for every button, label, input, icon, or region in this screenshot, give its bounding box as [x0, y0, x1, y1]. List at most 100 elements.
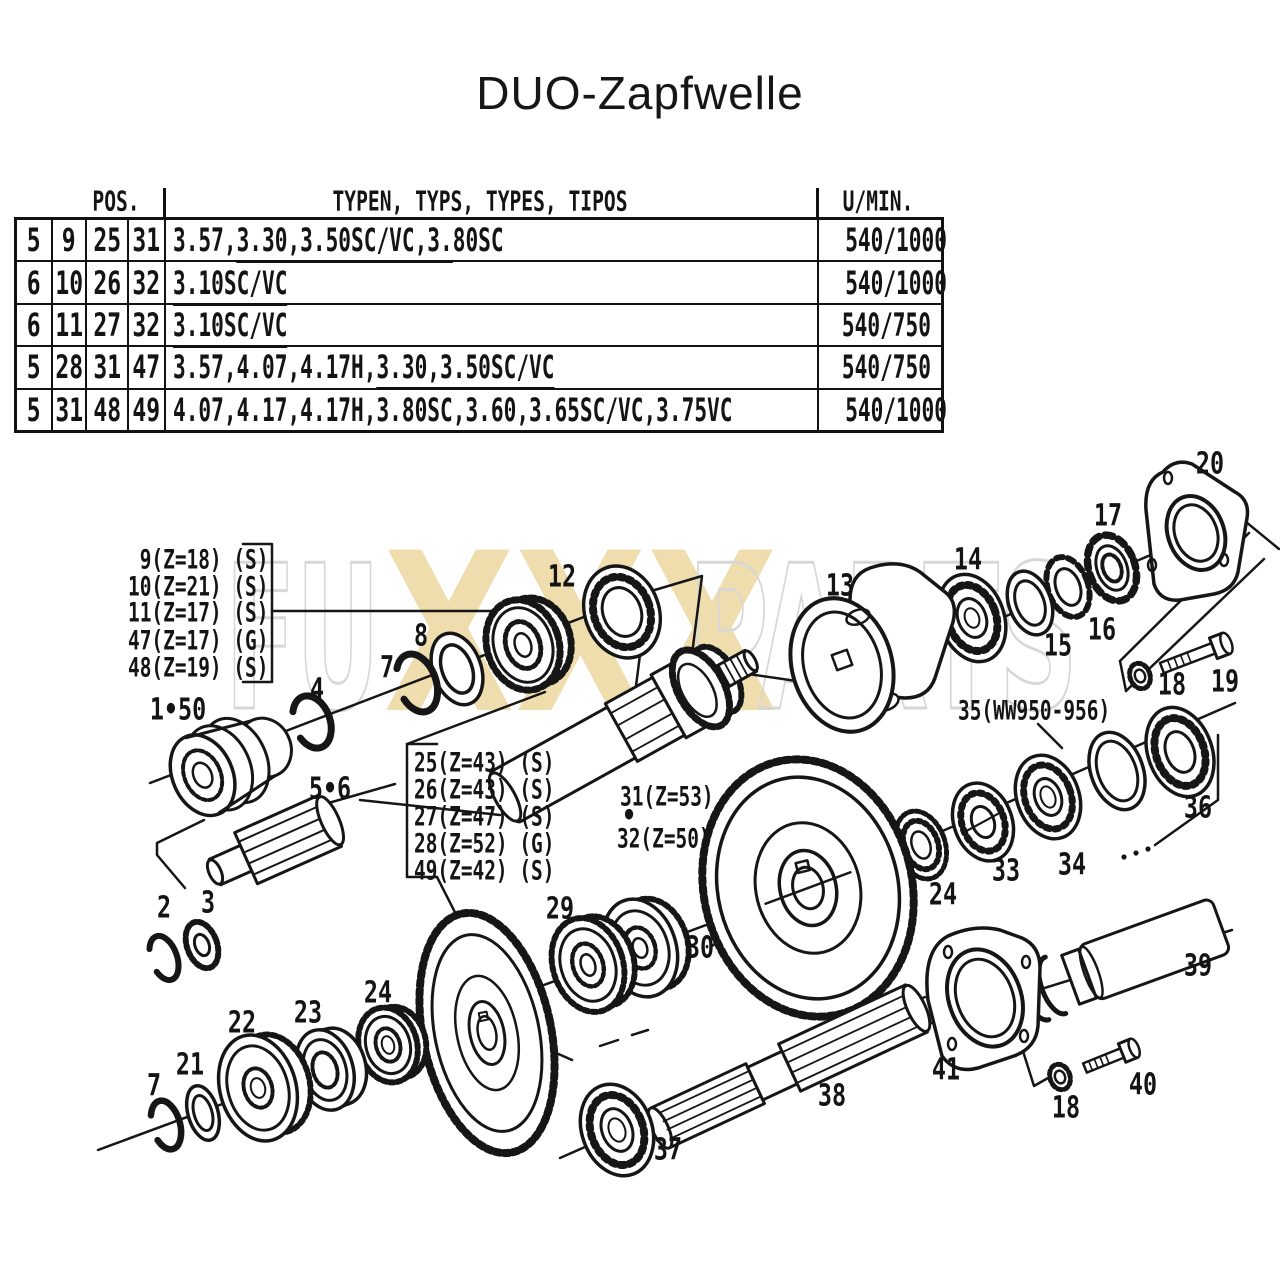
part-label: 30	[685, 930, 715, 966]
part-label: 14	[953, 542, 983, 578]
part-9-gear	[482, 594, 575, 694]
part-label: 37	[653, 1132, 683, 1168]
rpm-cell: 540/750	[841, 305, 931, 344]
pos-cell: 25	[87, 220, 129, 261]
part-label: 27(Z=47) (S)	[414, 801, 555, 833]
part-label: 15	[1043, 628, 1073, 664]
part-22-synchro	[216, 1031, 314, 1143]
part-12-bearing	[581, 564, 663, 660]
part-label: 22	[227, 1005, 257, 1041]
part-label: 41	[931, 1052, 961, 1088]
part-31-32-big-gear	[698, 755, 918, 1021]
pos-cell: 48	[87, 389, 129, 430]
part-1-coupling	[168, 716, 293, 818]
part-3-gear	[182, 918, 222, 972]
part-38-pto-shaft	[646, 983, 932, 1150]
part-label: 21	[175, 1047, 205, 1083]
part-label: 12	[547, 559, 577, 595]
part-shaft-5-6	[487, 643, 759, 824]
rpm-cell: 540/1000	[845, 263, 947, 302]
part-label: 39	[1183, 948, 1213, 984]
pos-cell: 5	[17, 220, 53, 261]
part-label: 5•6	[308, 771, 352, 807]
part-19-bolt	[1158, 631, 1234, 675]
pos-cell: 49	[129, 389, 166, 430]
types-cell: 3.57,3.30,3.50SC/VC,3.80SC	[166, 220, 819, 264]
part-label: 31(Z=53)	[620, 781, 714, 813]
watermark: XXX FU PARTS	[224, 506, 1080, 762]
pos-cell: 32	[129, 262, 166, 303]
rpm-cell: 540/750	[841, 348, 931, 387]
part-35-ring	[1087, 730, 1147, 812]
part-15-ring	[1005, 569, 1055, 637]
pos-cell: 5	[17, 347, 53, 388]
header-divider	[816, 188, 819, 217]
table-header-pos: POS.	[92, 184, 140, 218]
part-label: 13	[825, 568, 855, 604]
part-40-bolt	[1081, 1037, 1141, 1074]
part-18-nut-lower	[1047, 1061, 1073, 1093]
part-33-bearing	[950, 781, 1016, 863]
part-7-snap-ring-lower	[147, 1097, 185, 1153]
part-7-snap-ring	[392, 650, 442, 716]
part-label: 7	[146, 1068, 162, 1104]
part-39-shifter-sleeve	[1019, 898, 1231, 1023]
part-label: 34	[1057, 847, 1087, 883]
part-label: 19	[1210, 664, 1240, 700]
rpm-cell: 540/1000	[845, 221, 947, 260]
types-cell: 3.10SC/VC	[166, 262, 819, 306]
types-cell: 4.07,4.17,4.17H,3.80SC,3.60,3.65SC/VC,3.…	[166, 389, 819, 433]
part-label: 8	[413, 618, 429, 654]
pos-cell: 31	[53, 389, 87, 430]
page-title: DUO-Zapfwelle	[476, 67, 804, 119]
part-label: 3	[200, 885, 216, 921]
part-label: 18	[1051, 1090, 1081, 1126]
part-label: 11(Z=17) (S)	[128, 597, 269, 629]
part-label: 33	[991, 853, 1021, 889]
part-label: 29	[545, 891, 575, 927]
table-header-rpm: U/MIN.	[842, 184, 914, 218]
part-label: 35(WW950-956)	[958, 695, 1111, 727]
part-37-bearing	[578, 1082, 656, 1178]
pos-cell: 10	[53, 262, 87, 303]
part-17-locknut	[1083, 531, 1141, 605]
part-label: 23	[293, 995, 323, 1031]
part-14-bearing	[936, 572, 1008, 664]
part-label: 20	[1195, 446, 1225, 482]
part-label: 18	[1157, 667, 1187, 703]
part-label: 25(Z=43) (S)	[414, 747, 555, 779]
part-label: 24	[928, 877, 958, 913]
part-label: 16	[1087, 612, 1117, 648]
rpm-cell: 540/1000	[845, 390, 947, 429]
pos-cell: 9	[53, 220, 87, 261]
part-29-gear	[548, 913, 638, 1015]
part-label: 32(Z=50)	[617, 823, 711, 855]
watermark-fu: FU	[225, 523, 380, 756]
part-label: 48(Z=19) (S)	[128, 652, 269, 684]
part-18-nut	[1127, 660, 1153, 692]
part-41-flange	[925, 926, 1042, 1072]
pos-cell: 6	[17, 262, 53, 303]
types-cell: 3.10SC/VC	[166, 304, 819, 348]
part-label: 38	[817, 1078, 847, 1114]
types-cell: 3.57,4.07,4.17H,3.30,3.50SC/VC	[166, 347, 819, 391]
part-20-cover	[1144, 460, 1250, 602]
part-label: 9(Z=18) (S)	[128, 544, 269, 576]
pos-cell: 5	[17, 389, 53, 430]
part-label: 49(Z=42) (S)	[414, 855, 555, 887]
part-label: 2	[156, 890, 172, 926]
part-label: 10(Z=21) (S)	[128, 571, 269, 603]
part-label: 26(Z=43) (S)	[414, 774, 555, 806]
part-shaft-stub	[205, 793, 346, 887]
part-label: 28(Z=52) (G)	[414, 828, 555, 860]
part-label: 1•50	[149, 692, 207, 728]
part-label: 7	[379, 650, 395, 686]
part-label: 36	[1183, 790, 1213, 826]
